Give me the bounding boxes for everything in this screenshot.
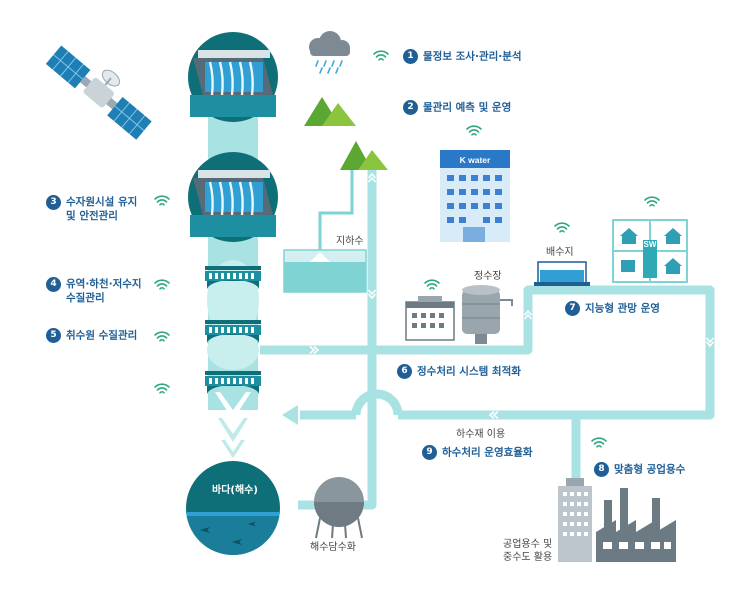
office-building-icon: K water — [440, 150, 510, 242]
bridge-icon — [205, 371, 261, 395]
return-arrow-icon — [282, 405, 298, 425]
sea-label: 바다(해수) — [212, 485, 258, 496]
building-sign: K water — [460, 155, 491, 165]
groundwater-tank — [283, 249, 367, 293]
dam-icon — [188, 32, 278, 122]
pipe-crossover — [351, 389, 403, 416]
desalination-tank-icon — [314, 477, 364, 539]
satellite-icon — [45, 45, 152, 140]
factory-icon — [558, 478, 676, 562]
cloud-rain-icon — [309, 31, 350, 74]
purification-plant-icon — [405, 285, 513, 344]
bridge-icon — [205, 320, 261, 344]
reservoir-label: 배수지 — [546, 247, 574, 258]
groundwater-label: 지하수 — [336, 236, 364, 247]
desalination-label: 해수담수화 — [310, 542, 356, 553]
sea-icon — [186, 461, 280, 555]
mountain-icon — [304, 97, 356, 126]
mountain-icon — [340, 141, 388, 170]
smart-city-icon: SW — [612, 219, 688, 283]
purification-label: 정수장 — [474, 271, 502, 282]
dam-icon — [188, 152, 278, 242]
smart-sign: SW — [644, 240, 657, 249]
bridge-icon — [205, 266, 261, 290]
water-tank-icon — [534, 261, 590, 286]
wastewater-reuse-label: 하수재 이용 — [456, 429, 506, 440]
